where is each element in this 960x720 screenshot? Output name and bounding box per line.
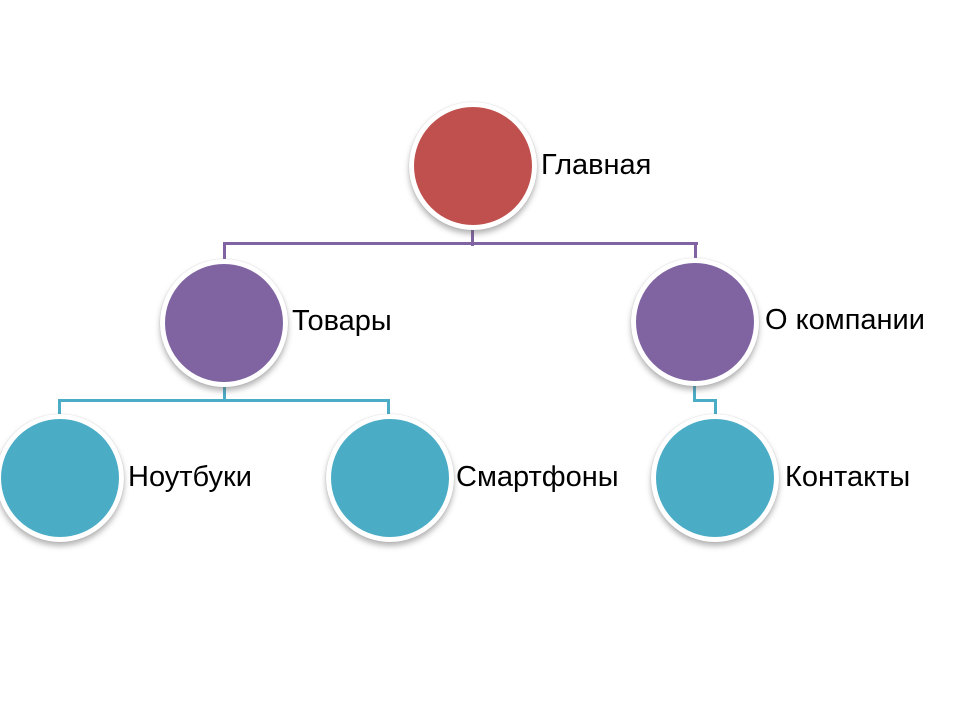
node-circle-noutbuki[interactable] [0,414,124,542]
node-label-o-kompanii: О компании [765,304,925,337]
connector-level1-horizontal [223,242,698,245]
connector-tovary-stub [223,382,226,402]
node-circle-kontakty[interactable] [651,414,779,542]
connector-tovary-drop [223,242,226,264]
node-label-kontakty: Контакты [785,461,911,494]
connector-glavnaya-stub [471,226,474,246]
connector-smartfony-drop [387,399,390,419]
node-circle-smartfony[interactable] [326,414,454,542]
connector-o-kompanii-drop [694,242,697,264]
node-label-tovary: Товары [292,305,392,338]
connector-noutbuki-drop [58,399,61,418]
connector-kontakty-jog [693,399,717,402]
connector-level2-horizontal [58,399,390,402]
node-circle-glavnaya[interactable] [409,102,537,230]
connector-kontakty-drop [714,399,717,419]
node-circle-tovary[interactable] [160,259,288,387]
node-label-glavnaya: Главная [541,149,652,182]
node-circle-o-kompanii[interactable] [631,258,759,386]
node-label-smartfony: Смартфоны [456,461,619,494]
connector-kontakty-stub [693,380,696,402]
node-label-noutbuki: Ноутбуки [128,461,252,494]
